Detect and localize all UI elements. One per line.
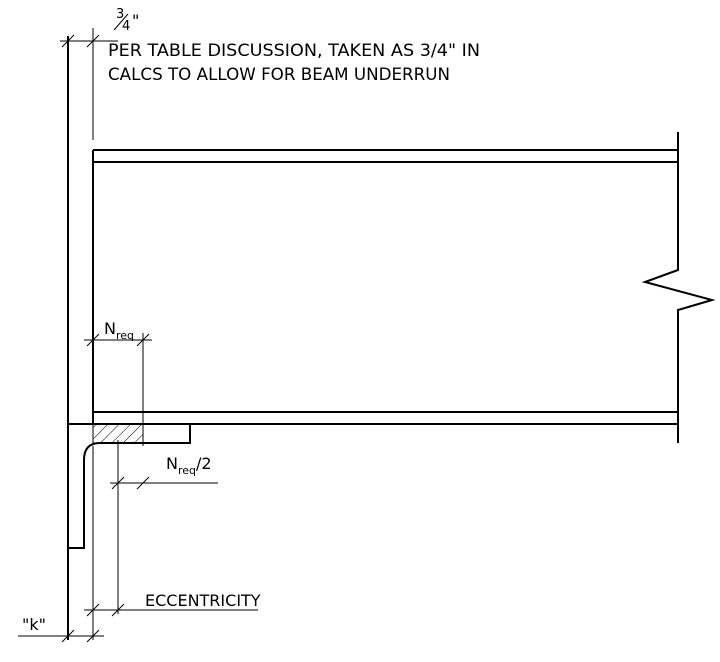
beam-top-flange [92, 149, 678, 163]
n-req-half-label: Nreq/2 [166, 454, 212, 477]
n-req-half-dimension [110, 440, 218, 614]
note-line-2: CALCS TO ALLOW FOR BEAM UNDERRUN [108, 65, 450, 85]
fraction-denominator: 4 [122, 19, 130, 34]
n-req-label: Nreq [104, 319, 134, 342]
three-quarter-dimension [60, 28, 118, 140]
eccentricity-label: ECCENTRICITY [145, 591, 261, 610]
n-req-dimension [84, 333, 152, 446]
note-line-1: PER TABLE DISCUSSION, TAKEN AS 3/4" IN [108, 41, 480, 61]
k-label: "k" [22, 615, 46, 634]
eccentricity-dimension [84, 446, 258, 640]
beam-bottom-flange [92, 411, 678, 425]
fraction-label: 3 4 " [113, 7, 139, 34]
beam-break-line [641, 132, 716, 443]
fraction-numerator: 3 [116, 7, 124, 22]
fraction-inch-mark: " [132, 11, 139, 30]
k-dimension [18, 629, 104, 643]
